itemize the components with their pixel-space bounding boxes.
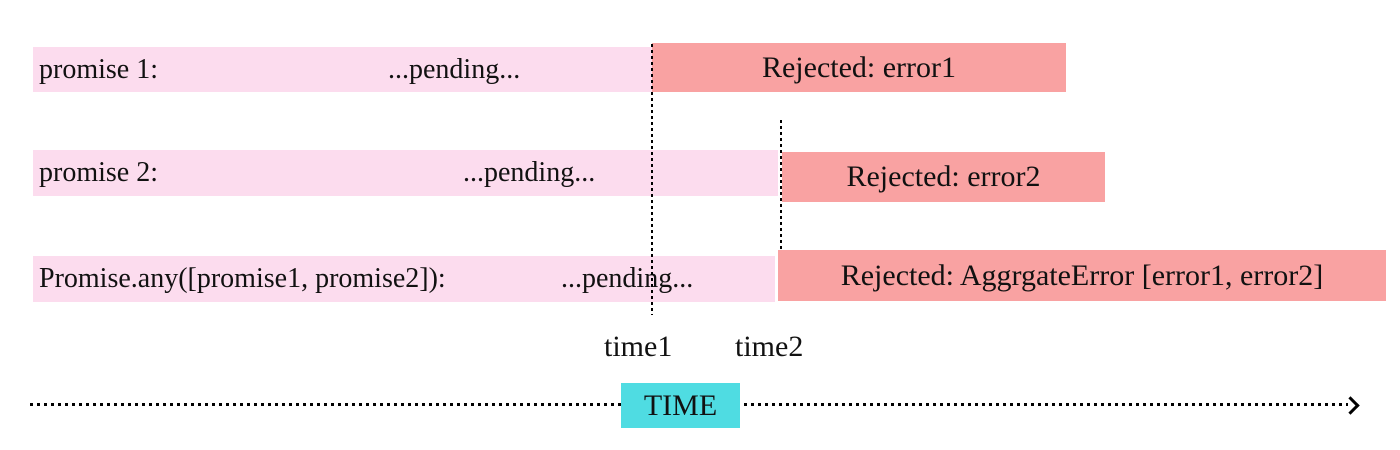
time1-marker-line: [651, 44, 653, 315]
time2-label: time2: [735, 330, 804, 363]
arrow-right-icon: [1341, 396, 1360, 415]
promise-any-label: Promise.any([promise1, promise2]):: [39, 263, 446, 294]
promise-any-rejected-bar: Rejected: AggrgateError [error1, error2]: [778, 250, 1386, 301]
promise2-rejected-bar: Rejected: error2: [782, 152, 1105, 202]
promise1-rejected-text: Rejected: error1: [761, 50, 957, 84]
promise2-pending-bar: promise 2: ...pending...: [33, 150, 778, 196]
promise1-pending-bar: promise 1: ...pending...: [33, 47, 652, 92]
promise2-rejected-text: Rejected: error2: [846, 160, 1041, 193]
time2-marker-line: [780, 120, 782, 252]
promise2-pending-text: ...pending...: [463, 157, 596, 188]
time1-label: time1: [604, 330, 673, 363]
promise-any-rejected-text: Rejected: AggrgateError [error1, error2]: [840, 258, 1324, 292]
promise-any-pending-bar: Promise.any([promise1, promise2]): ...pe…: [33, 256, 775, 302]
promise-any-pending-text: ...pending...: [561, 263, 694, 294]
promise1-rejected-bar: Rejected: error1: [652, 43, 1066, 92]
promise1-pending-text: ...pending...: [388, 53, 521, 85]
time-axis-label: TIME: [643, 388, 718, 422]
promise1-label: promise 1:: [39, 53, 158, 85]
time-axis-label-box: TIME: [621, 383, 740, 428]
promise2-label: promise 2:: [39, 157, 158, 188]
